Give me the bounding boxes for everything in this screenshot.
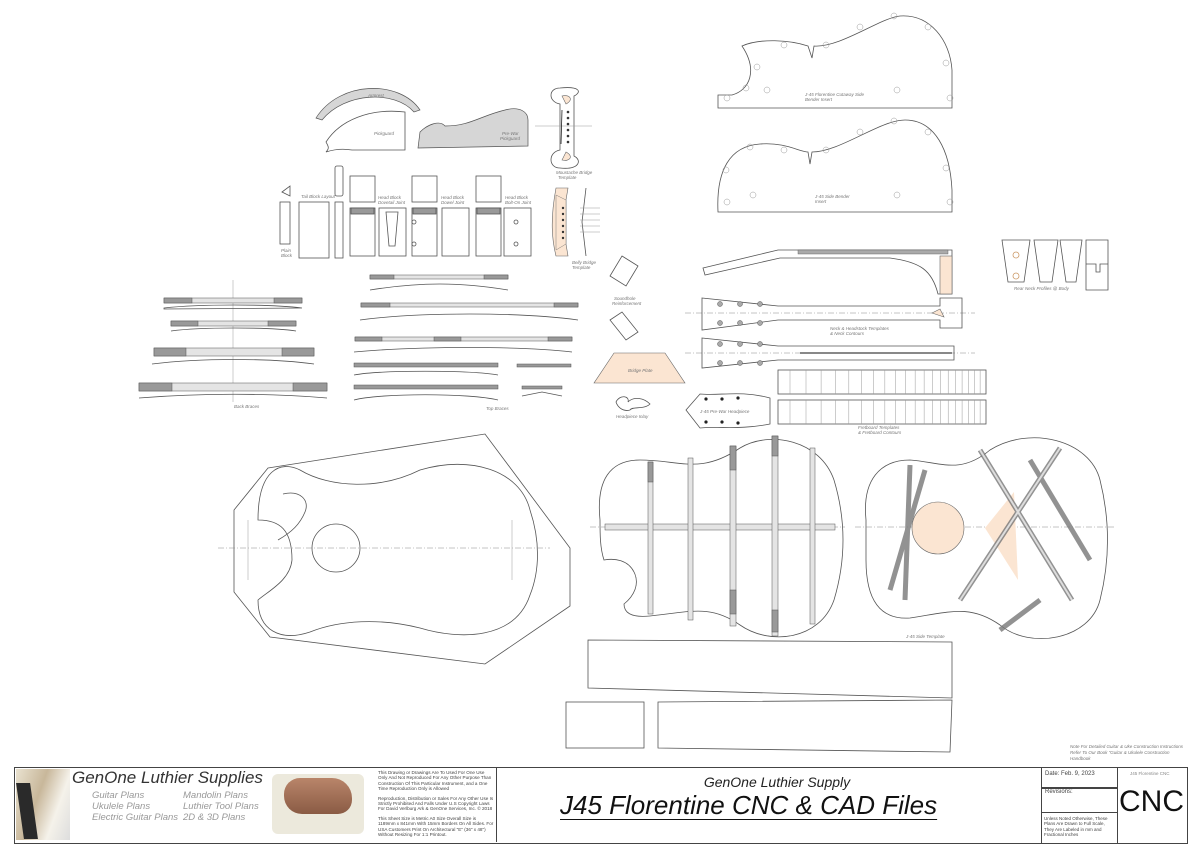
body-mold <box>218 433 571 665</box>
blocks <box>279 165 532 259</box>
top-plate <box>855 437 1115 639</box>
company-name: GenOne Luthier Supply <box>703 774 851 790</box>
prewar-headpiece <box>685 393 771 429</box>
rear-neck-profiles <box>1001 239 1109 291</box>
plan-item: Mandolin Plans <box>183 790 248 801</box>
neck-templates-label: Neck & Headstock Templates& Neck Contour… <box>830 326 890 336</box>
side-template-label: J-45 Side Template <box>905 634 945 639</box>
sheet-code: CNC <box>1119 785 1184 818</box>
disclaimer: This Drawing or Drawings Are To Used For… <box>378 770 494 838</box>
bridge-plate-label: Bridge Plate <box>628 368 653 373</box>
soundhole-reinforcement-part <box>609 311 639 341</box>
back-braces-label: Back Braces <box>234 404 260 409</box>
scale-note: Unless Noted Otherwise, These Plans Are … <box>1044 816 1108 838</box>
revisions-row <box>1041 787 1118 813</box>
plan-item: Ukulele Plans <box>92 801 151 812</box>
date-field: Date: Feb. 9, 2023 <box>1045 771 1095 777</box>
logo-photo-mold <box>272 774 364 834</box>
plans-list-2: Mandolin Plans Luthier Tool Plans 2D & 3… <box>183 790 259 823</box>
fretboard-templates-label: Fretboard Templates& Fretboard Contours <box>858 425 902 435</box>
sheet-name: J45 Florentine CNC <box>1130 771 1170 776</box>
revisions-field: Revisions: <box>1045 789 1073 795</box>
construction-note: Note For Detailed Guitar & Uke Construct… <box>1070 744 1184 761</box>
neck-templates <box>685 297 975 369</box>
back-plate <box>590 435 845 638</box>
brand-name: GenOne Luthier Supplies <box>72 768 263 787</box>
cutaway-side-bender-insert <box>717 12 954 109</box>
headpiece-inlay-label: Headpiece Inlay <box>616 414 649 419</box>
neck-side-profile <box>702 249 953 295</box>
top-braces <box>353 274 579 401</box>
armrest-part <box>315 88 421 121</box>
moustache-bridge-template <box>535 87 592 169</box>
bridge-plate-part <box>593 352 686 384</box>
armrest-label: Armrest <box>367 93 384 98</box>
plan-item: Electric Guitar Plans <box>92 812 179 823</box>
soundhole-reinforcement-part <box>609 255 639 287</box>
plan-item: 2D & 3D Plans <box>183 812 246 823</box>
plan-item: Luthier Tool Plans <box>183 801 259 812</box>
headpiece-inlay <box>615 396 651 411</box>
fretboard-templates <box>777 369 987 425</box>
plans-list-1: Guitar Plans Ukulele Plans Electric Guit… <box>92 790 178 823</box>
prewar-pickguard-part <box>417 108 529 149</box>
title-divider <box>496 767 497 842</box>
logo-photo-left <box>16 769 70 840</box>
belly-bridge-template <box>551 187 600 257</box>
back-braces <box>138 280 328 402</box>
pickguard-label: Pickguard <box>374 131 395 136</box>
side-bender-insert <box>717 117 954 213</box>
date-row <box>1041 767 1118 789</box>
title-block <box>14 767 1188 844</box>
rear-neck-profiles-label: Rear Neck Profiles @ Body <box>1014 286 1070 291</box>
side-template <box>565 639 953 753</box>
prewar-headpiece-label: J-45 Pre-War Headpiece <box>699 409 750 414</box>
top-braces-label: Top Braces <box>486 406 509 411</box>
plan-item: Guitar Plans <box>92 790 145 801</box>
drawing-title: J45 Florentine CNC & CAD Files <box>560 790 938 820</box>
tail-block-label: Tail Block Layout <box>301 194 336 199</box>
pickguard-part <box>325 110 406 153</box>
